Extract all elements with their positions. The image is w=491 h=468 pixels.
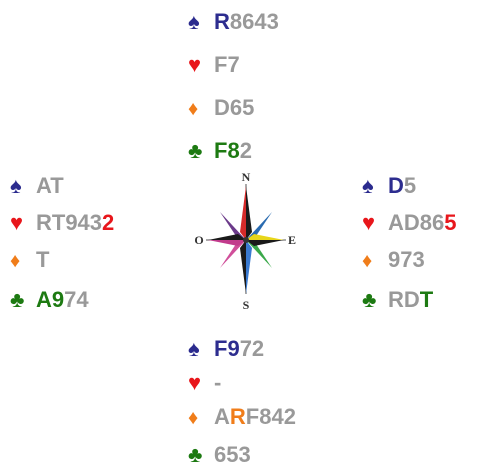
spade-icon: ♠	[10, 173, 22, 198]
card-rank-segment: 72	[239, 336, 265, 361]
west-spades-cards: AT	[36, 173, 64, 198]
card-rank-segment: R	[214, 9, 230, 34]
card-rank-segment: F9	[214, 336, 240, 361]
north-clubs-row: ♣ F82	[188, 138, 252, 164]
compass-north-label: N	[242, 170, 251, 184]
card-rank-segment: AT	[36, 173, 64, 198]
card-rank-segment: 973	[388, 247, 425, 272]
north-spades-row: ♠ R8643	[188, 9, 279, 35]
west-spades-row: ♠ AT	[10, 173, 64, 199]
club-icon: ♣	[188, 138, 203, 163]
spade-icon: ♠	[188, 336, 200, 361]
north-diamonds-cards: D65	[214, 95, 254, 120]
compass-south-label: S	[243, 298, 250, 312]
card-rank-segment: 74	[64, 287, 89, 312]
south-clubs-row: ♣ 653	[188, 442, 251, 468]
club-icon: ♣	[10, 287, 25, 312]
compass-west-label: O	[194, 233, 203, 247]
heart-icon: ♥	[10, 210, 24, 235]
east-hearts-cards: AD865	[388, 210, 457, 235]
card-rank-segment: F7	[214, 52, 240, 77]
card-rank-segment: RD	[388, 287, 420, 312]
north-spades-cards: R8643	[214, 9, 279, 34]
east-diamonds-row: ♦ 973	[362, 247, 425, 273]
west-hearts-row: ♥ RT9432	[10, 210, 114, 236]
card-rank-segment: 5	[403, 173, 417, 198]
west-hearts-cards: RT9432	[36, 210, 114, 235]
west-clubs-cards: A974	[36, 287, 89, 312]
west-diamonds-cards: T	[36, 247, 49, 272]
north-diamonds-row: ♦ D65	[188, 95, 254, 121]
card-rank-segment: D	[388, 173, 404, 198]
card-rank-segment: T	[419, 287, 434, 312]
spade-icon: ♠	[362, 173, 374, 198]
card-rank-segment: A	[214, 404, 230, 429]
card-rank-segment: 8643	[229, 9, 279, 34]
diamond-icon: ♦	[188, 407, 199, 429]
card-rank-segment: A9	[36, 287, 65, 312]
south-spades-cards: F972	[214, 336, 264, 361]
card-rank-segment: R	[229, 404, 246, 429]
north-hearts-cards: F7	[214, 52, 240, 77]
heart-icon: ♥	[362, 210, 376, 235]
north-clubs-cards: F82	[214, 138, 252, 163]
south-diamonds-row: ♦ ARF842	[188, 404, 296, 430]
card-rank-segment: F8	[214, 138, 240, 163]
west-clubs-row: ♣ A974	[10, 287, 89, 313]
south-hearts-cards: -	[214, 370, 221, 395]
east-spades-cards: D5	[388, 173, 416, 198]
card-rank-segment: 2	[102, 210, 115, 235]
east-clubs-row: ♣ RDT	[362, 287, 433, 313]
east-diamonds-cards: 973	[388, 247, 425, 272]
diamond-icon: ♦	[362, 250, 373, 272]
north-hearts-row: ♥ F7	[188, 52, 240, 78]
east-spades-row: ♠ D5	[362, 173, 416, 199]
card-rank-segment: F842	[245, 404, 296, 429]
south-hearts-row: ♥-	[188, 370, 221, 396]
spade-icon: ♠	[188, 9, 200, 34]
card-rank-segment: -	[214, 370, 222, 395]
compass-rose-icon: N S E O	[194, 170, 296, 312]
heart-icon: ♥	[188, 52, 202, 77]
south-clubs-cards: 653	[214, 442, 251, 467]
east-hearts-row: ♥ AD865	[362, 210, 457, 236]
club-icon: ♣	[362, 287, 377, 312]
card-rank-segment: D65	[214, 95, 255, 120]
diamond-icon: ♦	[188, 98, 199, 120]
compass-east-label: E	[288, 233, 296, 247]
heart-icon: ♥	[188, 370, 202, 395]
south-diamonds-cards: ARF842	[214, 404, 296, 429]
card-rank-segment: AD86	[388, 210, 445, 235]
club-icon: ♣	[188, 442, 203, 467]
card-rank-segment: T	[36, 247, 50, 272]
east-clubs-cards: RDT	[388, 287, 433, 312]
card-rank-segment: 2	[239, 138, 252, 163]
card-rank-segment: 653	[214, 442, 251, 467]
south-spades-row: ♠ F972	[188, 336, 264, 362]
card-rank-segment: RT943	[36, 210, 103, 235]
card-rank-segment: 5	[444, 210, 457, 235]
diamond-icon: ♦	[10, 250, 21, 272]
west-diamonds-row: ♦T	[10, 247, 49, 273]
